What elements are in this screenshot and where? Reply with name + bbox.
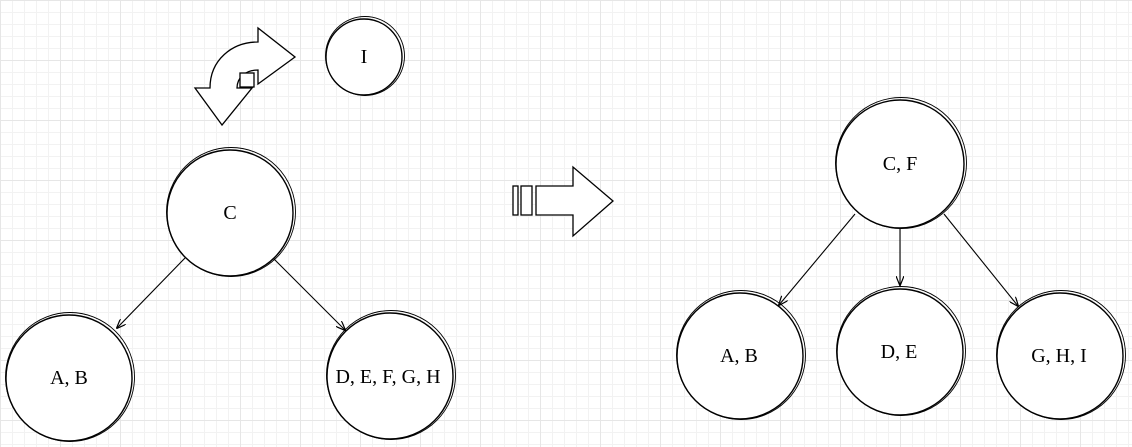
node-middle-after-label: D, E [881, 341, 918, 363]
before-tree: I C A, B D, E, F, G, H [5, 16, 456, 442]
edge-c-to-ab [117, 257, 186, 328]
insert-arrow-square [239, 72, 255, 88]
node-middle-after: D, E [836, 286, 966, 416]
node-right-before: D, E, F, G, H [326, 310, 456, 440]
node-left-after: A, B [676, 290, 806, 420]
edge-cf-to-ghi [943, 213, 1018, 306]
node-right-before-label: D, E, F, G, H [335, 366, 440, 388]
node-left-before-label: A, B [50, 367, 88, 389]
after-tree: C, F A, B D, E G, H, I [676, 97, 1126, 420]
edge-cf-to-ab [779, 213, 856, 305]
node-left-after-label: A, B [720, 345, 758, 367]
node-root-before-label: C [223, 202, 236, 224]
node-insert-key: I [325, 16, 405, 96]
edge-c-to-defgh [272, 257, 345, 330]
node-right-after: G, H, I [996, 290, 1126, 420]
transition-arrow-icon [512, 165, 614, 238]
node-insert-key-label: I [361, 46, 368, 68]
node-left-before: A, B [5, 312, 135, 442]
insert-arrow-icon [193, 26, 297, 127]
node-root-after-label: C, F [883, 153, 917, 175]
node-root-after: C, F [835, 97, 967, 229]
node-right-after-label: G, H, I [1031, 345, 1087, 367]
node-root-before: C [166, 147, 296, 277]
